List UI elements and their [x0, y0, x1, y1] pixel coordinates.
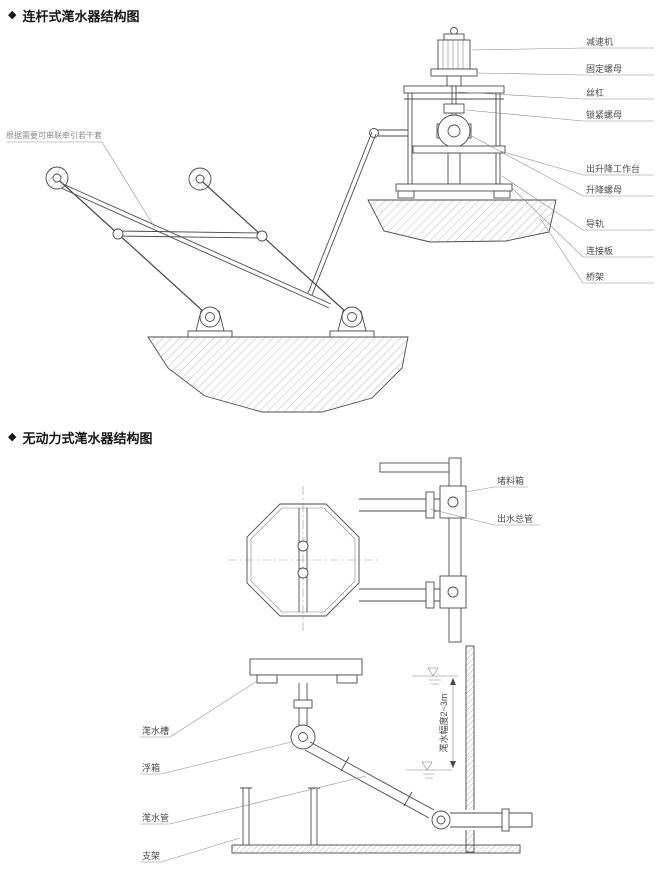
section2-title: ◆ 无动力式滗水器结构图 [8, 428, 152, 447]
bridge-ground [367, 199, 557, 243]
non-powered-decanter-drawing: 滗水幅度2~3m 堵料箱 出水总管 滗水槽 浮箱 滗水管 支架 [140, 457, 540, 863]
note-series-connection: 根据需要可串联牵引若干套 [6, 130, 102, 140]
tie-rods [60, 183, 332, 309]
linkage-arm-rear [188, 167, 356, 321]
label-lead-screw: 丝杠 [586, 87, 604, 98]
elevation-view: 滗水幅度2~3m [231, 645, 533, 854]
label-bridge-frame: 桥架 [586, 271, 604, 282]
section1-title: ◆ 连杆式滗水器结构图 [8, 6, 139, 25]
top-beam [379, 462, 450, 473]
decant-trough [249, 658, 363, 684]
label-decant-pipe: 滗水管 [142, 812, 169, 823]
label-float-box: 浮箱 [142, 762, 160, 773]
label-guide-rail: 导轨 [586, 218, 604, 229]
pivot-base-front [187, 306, 233, 338]
lift-frame [403, 85, 505, 186]
tank-basin [147, 336, 409, 413]
reducer-motor [430, 27, 478, 87]
water-level-marks [406, 667, 458, 779]
floor-section [231, 844, 521, 854]
callouts-plan-right: 堵料箱 出水总管 [429, 475, 540, 526]
label-lifting-nut: 升降螺母 [586, 184, 622, 195]
label-support-frame: 支架 [142, 850, 160, 861]
callouts-elevation-left: 滗水槽 浮箱 滗水管 支架 [140, 680, 367, 863]
pull-rod [307, 128, 408, 296]
trough-stem [293, 683, 313, 725]
diamond-bullet-icon: ◆ [8, 9, 17, 21]
link-rod-decanter-drawing: 根据需要可串联牵引若干套 减速机 固定螺母 丝杠 锁紧螺母 出升降工作台 升降螺… [6, 27, 654, 413]
lock-nut [443, 103, 465, 114]
lifting-nut [436, 114, 472, 148]
decant-pipe [304, 741, 435, 819]
label-outlet-main-pipe: 出水总管 [497, 513, 533, 524]
work-platform [412, 145, 506, 185]
diamond-bullet-icon: ◆ [8, 431, 17, 443]
label-reducer: 减速机 [586, 36, 613, 47]
note-callout: 根据需要可串联牵引若干套 [6, 130, 156, 229]
label-fixing-nut: 固定螺母 [586, 63, 622, 74]
linkage-arm-front [45, 166, 214, 321]
plan-view [228, 457, 467, 643]
section2-title-text: 无动力式滗水器结构图 [22, 431, 153, 446]
label-lifting-platform: 出升降工作台 [586, 163, 640, 174]
outlet-pipe-upper [359, 485, 467, 519]
outlet-pipe-lower [359, 575, 467, 609]
section1-title-text: 连杆式滗水器结构图 [22, 9, 140, 24]
label-decant-range: 滗水幅度2~3m [438, 694, 449, 753]
label-connecting-plate: 连接板 [586, 245, 613, 256]
outlet-pipe-elevation [450, 808, 533, 832]
callouts-right: 减速机 固定螺母 丝杠 锁紧螺母 出升降工作台 升降螺母 导轨 连接板 桥架 [457, 36, 654, 284]
support-frames [240, 787, 320, 845]
label-lock-nut: 锁紧螺母 [586, 109, 622, 120]
float-box [290, 724, 316, 750]
label-material-box: 堵料箱 [497, 475, 524, 486]
label-decant-trough: 滗水槽 [142, 725, 169, 736]
pivot-base-rear [329, 306, 375, 338]
rotary-elbow [431, 810, 451, 830]
dimension-decant-range: 滗水幅度2~3m [438, 678, 456, 768]
base-plate [395, 183, 513, 199]
